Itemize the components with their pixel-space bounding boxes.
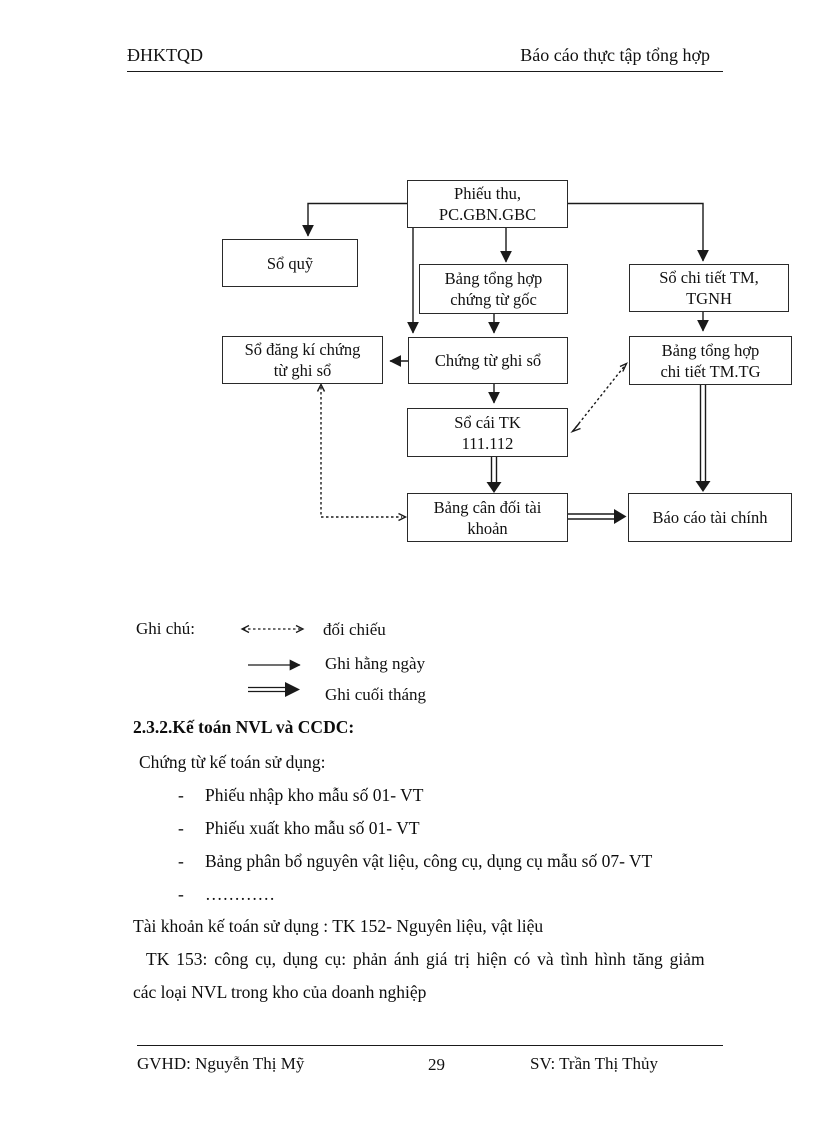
legend-label-ghi-hang-ngay: Ghi hằng ngày xyxy=(325,654,426,673)
bullet-item-3: - Bảng phân bổ nguyên vật liệu, công cụ, … xyxy=(178,851,652,872)
box-bang-tong-hop-chi-tiet: Bảng tổng hợp chi tiết TM.TG xyxy=(629,336,792,385)
box-so-cai: Sổ cái TK 111.112 xyxy=(407,408,568,457)
bullet-item-1: - Phiếu nhập kho mẫu số 01- VT xyxy=(178,785,423,806)
box-so-chi-tiet: Sổ chi tiết TM, TGNH xyxy=(629,264,789,312)
bullet-marker: - xyxy=(178,884,184,904)
section-heading: 2.3.2.Kế toán NVL và CCDC: xyxy=(133,717,355,737)
header-left: ĐHKTQD xyxy=(127,45,203,65)
legend-double-arrowhead xyxy=(285,682,300,697)
box-bang-th-ct-goc-line1: Bảng tổng hợp xyxy=(444,269,543,288)
body-line-tk152: Tài khoản kế toán sử dụng : TK 152- Nguy… xyxy=(133,916,544,936)
box-bang-can-doi-line2: khoản xyxy=(467,518,508,538)
box-phieu-thu: Phiếu thu, PC.GBN.GBC xyxy=(407,180,568,228)
bullet-marker: - xyxy=(178,818,184,838)
legend-label-ghi-cuoi-thang: Ghi cuối tháng xyxy=(325,685,427,704)
dotted-sodangki-bangcandoi xyxy=(320,387,402,518)
arrow-phieuthu-soquy xyxy=(302,202,407,237)
box-phieu-thu-line2: PC.GBN.GBC xyxy=(438,205,537,224)
dotted-arrowhead-up xyxy=(316,382,326,392)
body-line-tk153a: TK 153: công cụ, dụng cụ: phản ánh giá t… xyxy=(146,949,705,969)
page-number: 29 xyxy=(428,1055,445,1074)
dotted-arrowhead-upper xyxy=(619,362,628,372)
box-so-dang-ki-line1: Sổ đăng kí chứng xyxy=(244,340,361,359)
header-rule xyxy=(127,71,723,72)
arrow-phieuthu-sochitiet xyxy=(568,202,709,262)
legend-label-doi-chieu: đối chiếu xyxy=(323,620,386,639)
box-bang-th-chi-tiet-line1: Bảng tổng hợp xyxy=(661,340,760,360)
bullet-marker: - xyxy=(178,851,184,871)
body-line-tk153b: các loại NVL trong kho của doanh nghiệp xyxy=(133,982,427,1002)
footer-rule xyxy=(137,1045,723,1046)
bullet-marker: - xyxy=(178,785,184,805)
box-chung-tu-ghi-so: Chứng từ ghi sổ xyxy=(408,337,568,384)
box-so-cai-line2: 111.112 xyxy=(461,433,514,453)
dotted-arrowhead-lower xyxy=(570,423,581,434)
double-arrowhead-right xyxy=(614,509,627,524)
bullet-text: Bảng phân bổ nguyên vật liệu, công cụ, d… xyxy=(205,851,653,871)
body-intro: Chứng từ kế toán sử dụng: xyxy=(139,752,326,772)
box-chung-tu-ghi-so-line1: Chứng từ ghi sổ xyxy=(434,351,542,370)
box-bao-cao-line1: Báo cáo tài chính xyxy=(652,508,768,527)
box-bang-can-doi: Bảng cân đối tài khoản xyxy=(407,493,568,542)
box-so-quy-line1: Sổ quỹ xyxy=(266,253,314,273)
box-so-chi-tiet-line1: Sổ chi tiết TM, xyxy=(659,268,759,287)
legend-dotted-head-right xyxy=(295,624,305,634)
double-arrowhead-down-1 xyxy=(486,482,502,493)
box-so-dang-ki: Sổ đăng kí chứng từ ghi sổ xyxy=(222,336,383,384)
bullet-text: Phiếu xuất kho mẫu số 01- VT xyxy=(205,818,420,838)
footer-sv: SV: Trần Thị Thủy xyxy=(530,1054,659,1073)
box-bao-cao: Báo cáo tài chính xyxy=(628,493,792,542)
box-so-dang-ki-line2: từ ghi sổ xyxy=(273,361,332,380)
footer-gvhd: GVHD: Nguyễn Thị Mỹ xyxy=(137,1054,305,1073)
bullet-text: ………… xyxy=(205,884,275,904)
box-phieu-thu-line1: Phiếu thu, xyxy=(454,184,521,203)
box-bang-th-ct-goc-line2: chứng từ gốc xyxy=(450,290,537,309)
box-so-quy: Sổ quỹ xyxy=(222,239,358,287)
box-so-cai-line1: Sổ cái TK xyxy=(454,412,521,432)
box-so-chi-tiet-line2: TGNH xyxy=(686,289,732,308)
dotted-socai-bangthchitiet xyxy=(571,363,628,432)
double-arrowhead-down-2 xyxy=(695,481,711,492)
header-right: Báo cáo thực tập tổng hợp xyxy=(520,45,710,65)
bullet-item-4: - ………… xyxy=(178,884,275,905)
legend-dotted-head-left xyxy=(240,624,250,634)
box-bang-tong-hop-chung-tu-goc: Bảng tổng hợp chứng từ gốc xyxy=(419,264,568,314)
legend-title: Ghi chú: xyxy=(136,619,196,638)
bullet-item-2: - Phiếu xuất kho mẫu số 01- VT xyxy=(178,818,420,839)
bullet-text: Phiếu nhập kho mẫu số 01- VT xyxy=(205,785,424,805)
dotted-arrowhead-right xyxy=(398,512,408,522)
box-bang-can-doi-line1: Bảng cân đối tài xyxy=(433,497,542,517)
box-bang-th-chi-tiet-line2: chi tiết TM.TG xyxy=(660,361,761,381)
